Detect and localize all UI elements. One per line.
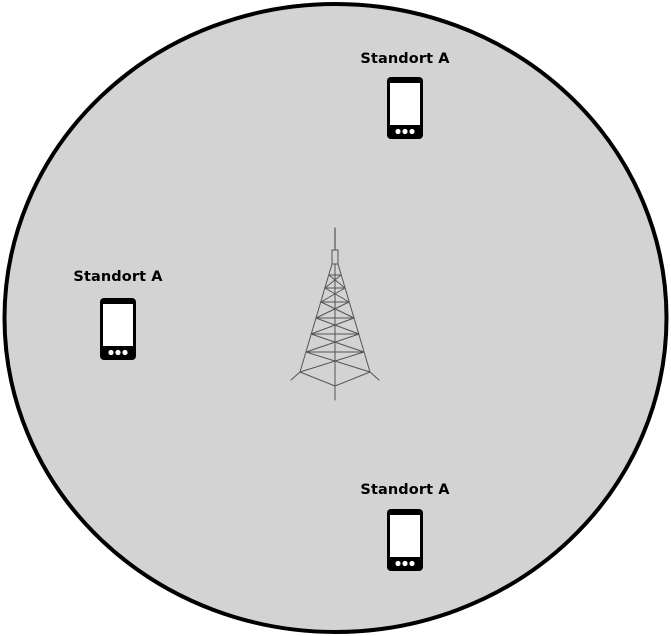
mobile-phone-icon (100, 298, 136, 360)
mobile-phone-icon (387, 509, 423, 571)
station-label: Standort A (360, 51, 450, 67)
station-label: Standort A (360, 482, 450, 498)
station-label: Standort A (73, 269, 163, 285)
station-top: Standort A (345, 50, 465, 139)
mobile-phone-icon (387, 77, 423, 139)
radio-tower-icon (290, 227, 380, 401)
station-bottom: Standort A (345, 481, 465, 571)
station-left: Standort A (58, 268, 178, 360)
